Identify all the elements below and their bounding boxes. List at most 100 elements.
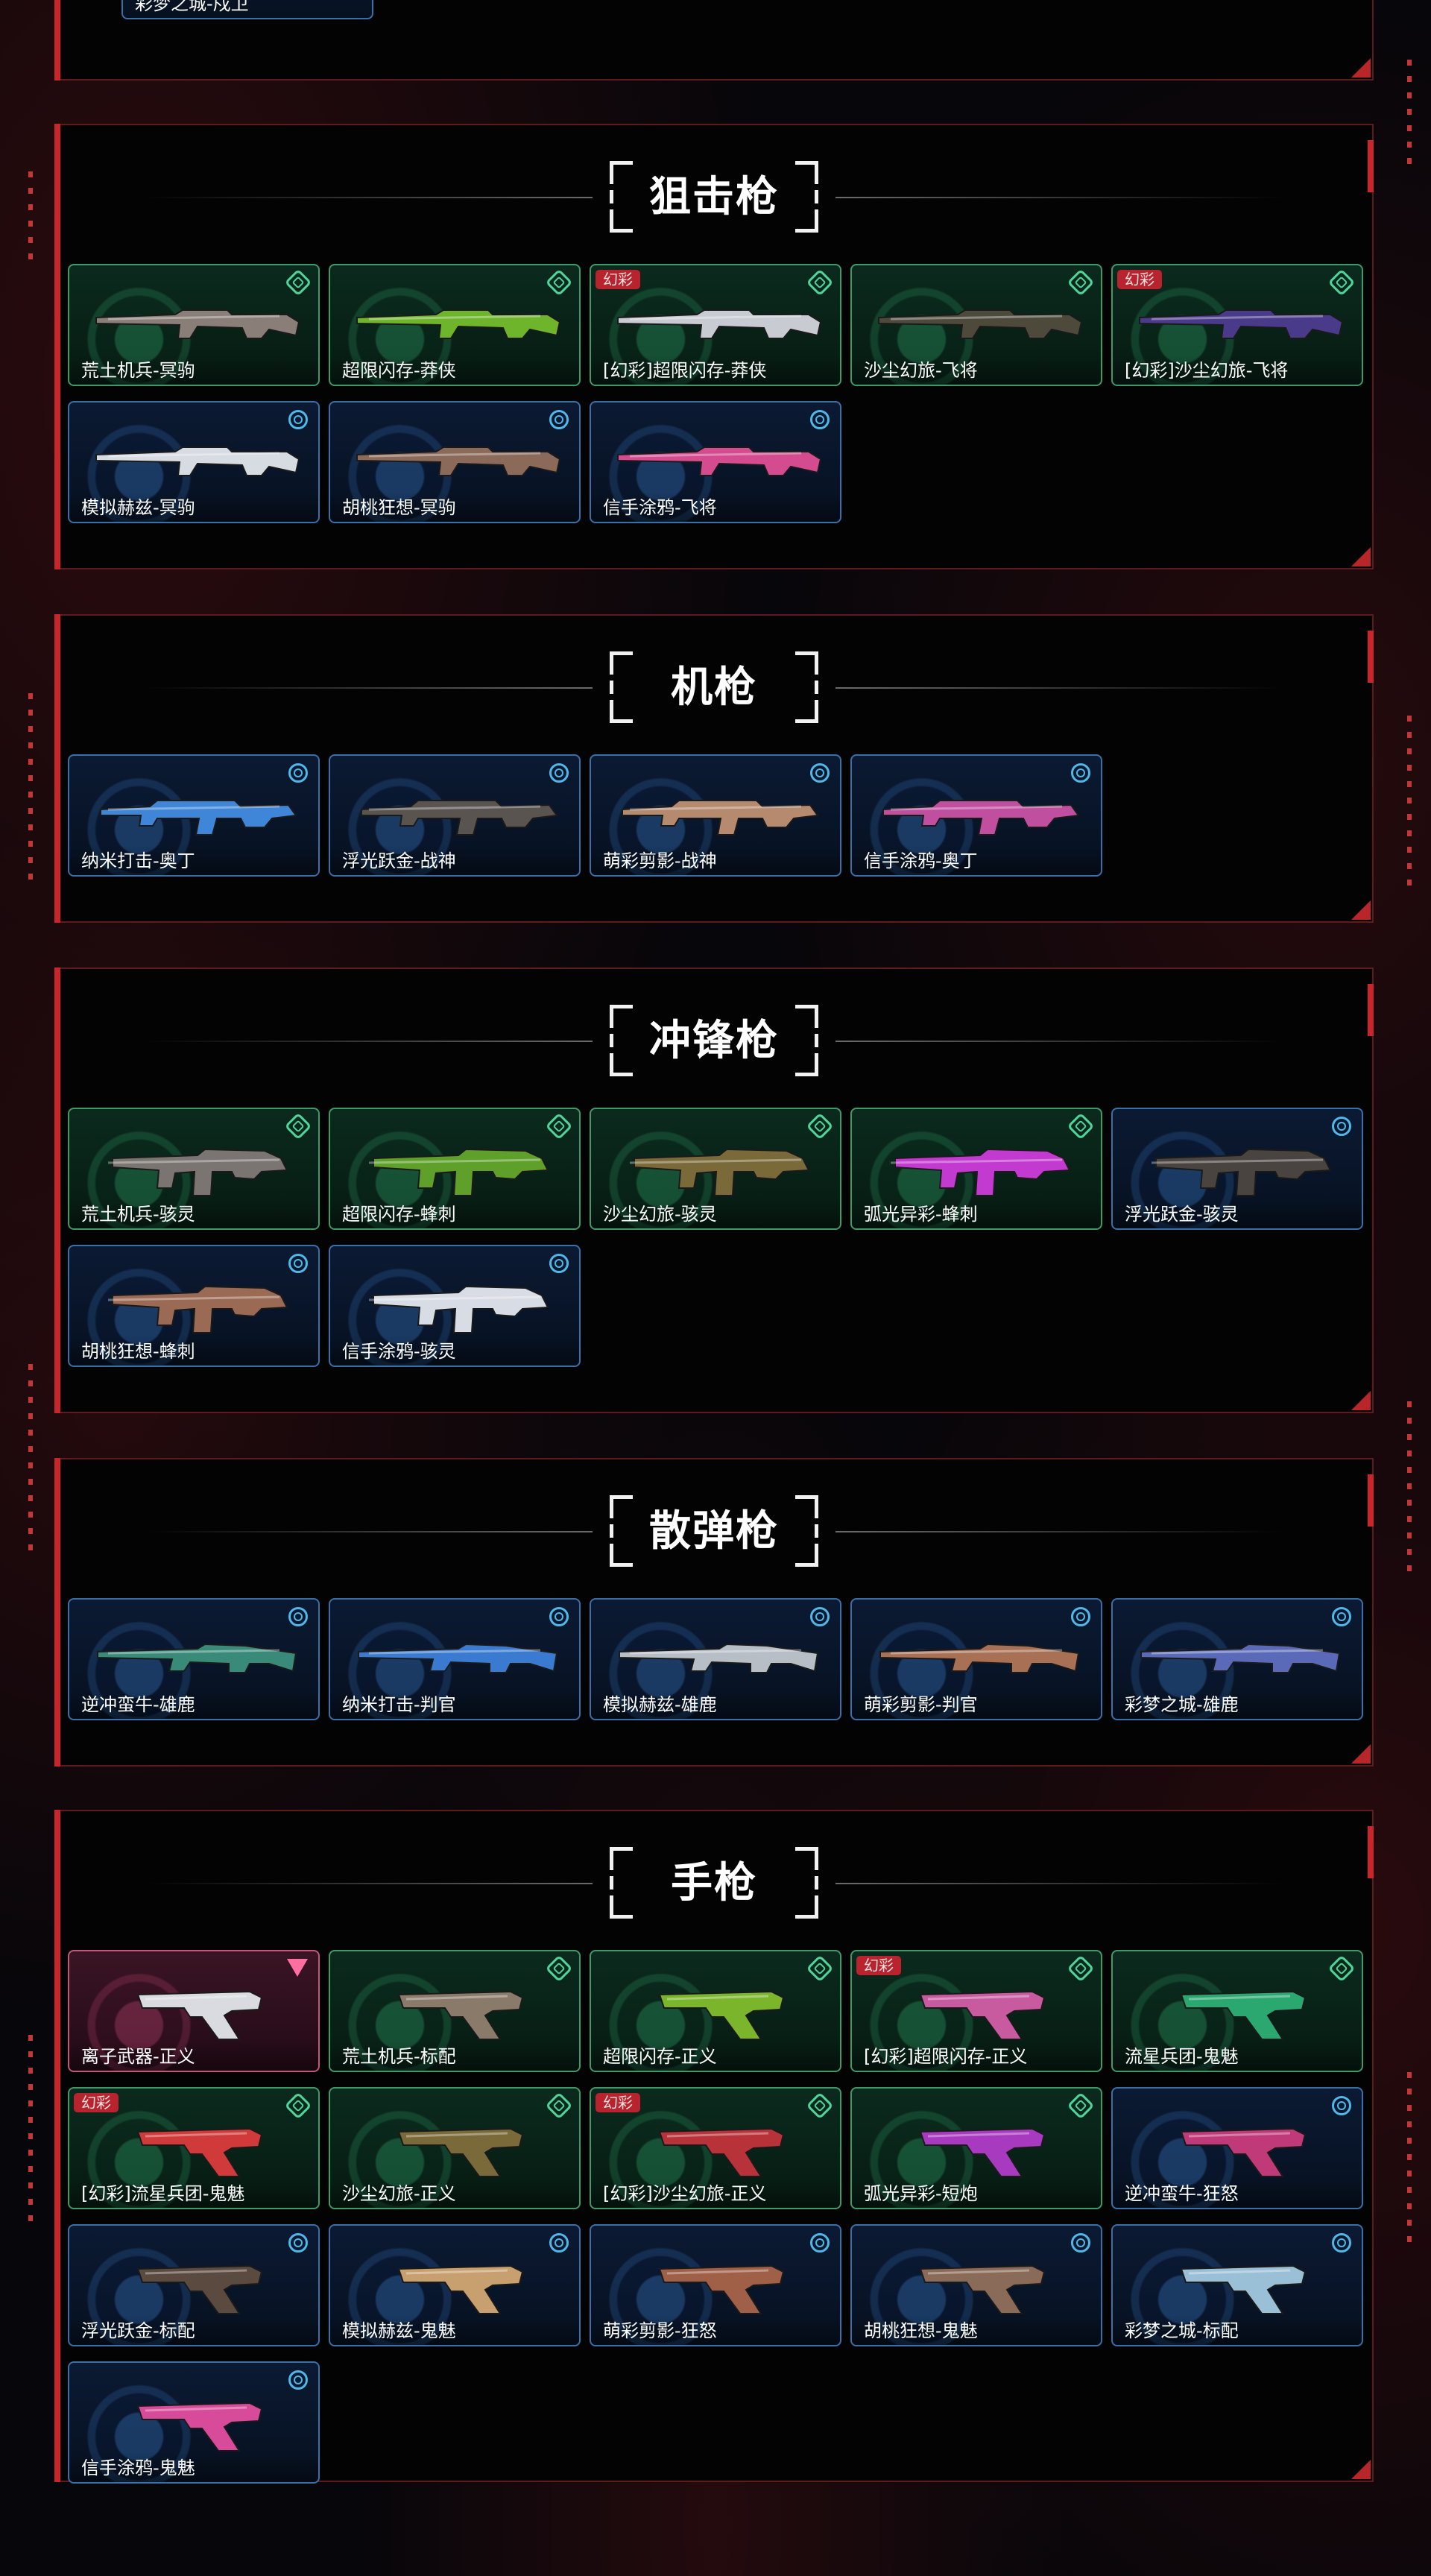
skin-card[interactable]: 弧光异彩-蜂刺 xyxy=(850,1108,1102,1230)
blue-tier-icon xyxy=(549,763,569,783)
skin-name: 荒土机兵-标配 xyxy=(342,2046,456,2067)
weapon-image xyxy=(1129,292,1348,355)
skin-card[interactable]: 沙尘幻旅-正义 xyxy=(329,2087,581,2209)
blue-tier-icon xyxy=(549,1607,569,1626)
skin-name: 模拟赫兹-雄鹿 xyxy=(603,1694,717,1715)
skin-card[interactable]: 幻彩[幻彩]沙尘幻旅-飞将 xyxy=(1111,264,1363,386)
weapon-image xyxy=(868,292,1087,355)
weapon-image xyxy=(86,429,305,492)
skin-name: 萌彩剪影-战神 xyxy=(603,850,717,871)
edge-decoration-right xyxy=(1407,1401,1412,1580)
skin-card[interactable]: 纳米打击-奥丁 xyxy=(68,754,320,877)
edge-decoration-right xyxy=(1407,60,1412,164)
weapon-image-icon xyxy=(136,2264,263,2314)
skin-card[interactable]: 信手涂鸦-骇灵 xyxy=(329,1245,581,1367)
weapon-image-icon xyxy=(658,1990,785,2040)
corner-decoration xyxy=(1351,2460,1371,2479)
skin-card[interactable]: 浮光跃金-骇灵 xyxy=(1111,1108,1363,1230)
skin-card[interactable]: 信手涂鸦-飞将 xyxy=(590,401,841,523)
skin-card[interactable]: 弧光异彩-短炮 xyxy=(850,2087,1102,2209)
title-bracket-frame: 机枪 xyxy=(610,651,818,723)
skin-card[interactable]: 浮光跃金-标配 xyxy=(68,2224,320,2346)
weapon-image-icon xyxy=(358,1643,558,1673)
skin-card[interactable]: 胡桃狂想-冥驹 xyxy=(329,401,581,523)
weapon-image-icon xyxy=(1139,309,1344,339)
variant-badge: 幻彩 xyxy=(74,2093,119,2112)
skin-name: 胡桃狂想-鬼魅 xyxy=(864,2320,978,2341)
skin-card[interactable]: 纳米打击-判官 xyxy=(329,1598,581,1720)
skin-name: 弧光异彩-短炮 xyxy=(864,2183,978,2204)
header-divider xyxy=(835,197,1283,198)
weapon-image-icon xyxy=(397,2127,524,2177)
skin-name: 纳米打击-奥丁 xyxy=(81,850,195,871)
skin-card[interactable]: 幻彩 [幻彩]流星兵团-鬼魅 xyxy=(68,2087,320,2209)
skin-card[interactable]: 沙尘幻旅-飞将 xyxy=(850,264,1102,386)
skin-card[interactable]: 荒土机兵-骇灵 xyxy=(68,1108,320,1230)
skin-card[interactable]: 荒土机兵-标配 xyxy=(329,1950,581,2072)
skin-card[interactable]: 逆冲蛮牛-雄鹿 xyxy=(68,1598,320,1720)
weapon-image xyxy=(86,2253,305,2315)
skin-card[interactable]: 模拟赫兹-雄鹿 xyxy=(590,1598,841,1720)
skin-card[interactable]: 彩梦之城-戍卫 xyxy=(121,0,373,19)
skin-card[interactable]: 彩梦之城-标配 xyxy=(1111,2224,1363,2346)
blue-tier-icon xyxy=(549,410,569,429)
edge-decoration-left xyxy=(28,2035,33,2229)
skin-card[interactable]: 浮光跃金-战神 xyxy=(329,754,581,877)
skin-card[interactable]: 信手涂鸦-奥丁 xyxy=(850,754,1102,877)
skin-name: 逆冲蛮牛-雄鹿 xyxy=(81,1694,195,1715)
weapon-image xyxy=(607,1626,827,1689)
corner-decoration xyxy=(1351,1744,1371,1764)
weapon-image-icon xyxy=(95,309,300,339)
skin-card[interactable]: 萌彩剪影-狂怒 xyxy=(590,2224,841,2346)
skin-card[interactable]: 逆冲蛮牛-狂怒 xyxy=(1111,2087,1363,2209)
skin-name: 彩梦之城-戍卫 xyxy=(135,0,249,14)
skin-name: 模拟赫兹-冥驹 xyxy=(81,497,195,518)
weapon-image xyxy=(86,1978,305,2041)
skin-card[interactable]: 荒土机兵-冥驹 xyxy=(68,264,320,386)
skin-card[interactable]: 离子武器-正义 xyxy=(68,1950,320,2072)
weapon-image-icon xyxy=(878,309,1083,339)
header-divider xyxy=(835,1883,1283,1884)
weapon-image xyxy=(868,1626,1087,1689)
skin-card[interactable]: 萌彩剪影-战神 xyxy=(590,754,841,877)
skin-card[interactable]: 幻彩[幻彩]沙尘幻旅-正义 xyxy=(590,2087,841,2209)
skin-card[interactable]: 彩梦之城-雄鹿 xyxy=(1111,1598,1363,1720)
blue-tier-icon xyxy=(1071,2233,1090,2253)
weapon-image-icon xyxy=(1151,1148,1332,1196)
corner-decoration xyxy=(1351,900,1371,920)
section-title: 狙击枪 xyxy=(649,172,779,221)
weapon-image xyxy=(868,2115,1087,2178)
weapon-image xyxy=(868,1136,1087,1199)
weapon-image-icon xyxy=(622,800,819,836)
header-divider xyxy=(145,197,593,198)
weapon-image-icon xyxy=(1180,1990,1307,2040)
skin-name: 超限闪存-莽侠 xyxy=(342,360,456,381)
skin-card[interactable]: 超限闪存-莽侠 xyxy=(329,264,581,386)
weapon-image xyxy=(607,292,827,355)
skin-card[interactable]: 胡桃狂想-蜂刺 xyxy=(68,1245,320,1367)
skin-card[interactable]: 沙尘幻旅-骇灵 xyxy=(590,1108,841,1230)
weapon-image-icon xyxy=(919,2264,1046,2314)
skin-card[interactable]: 信手涂鸦-鬼魅 xyxy=(68,2361,320,2484)
blue-tier-icon xyxy=(288,1607,308,1626)
skin-name: [幻彩]流星兵团-鬼魅 xyxy=(81,2183,245,2204)
blue-tier-icon xyxy=(288,2233,308,2253)
skin-card[interactable]: 超限闪存-蜂刺 xyxy=(329,1108,581,1230)
skin-card[interactable]: 胡桃狂想-鬼魅 xyxy=(850,2224,1102,2346)
weapon-section-panel: 冲锋枪荒土机兵-骇灵超限闪存-蜂刺沙尘幻旅-骇灵弧光异彩-蜂刺浮光跃金-骇灵胡桃… xyxy=(54,967,1374,1413)
blue-tier-icon xyxy=(1071,763,1090,783)
skin-card[interactable]: 模拟赫兹-冥驹 xyxy=(68,401,320,523)
section-title: 冲锋枪 xyxy=(649,1016,779,1065)
weapon-image-icon xyxy=(617,309,822,339)
title-bracket-frame: 狙击枪 xyxy=(610,161,818,233)
skin-name: 离子武器-正义 xyxy=(81,2046,195,2067)
skin-card[interactable]: 超限闪存-正义 xyxy=(590,1950,841,2072)
skin-card[interactable]: 幻彩[幻彩]超限闪存-莽侠 xyxy=(590,264,841,386)
skin-card[interactable]: 模拟赫兹-鬼魅 xyxy=(329,2224,581,2346)
skin-card[interactable]: 幻彩[幻彩]超限闪存-正义 xyxy=(850,1950,1102,2072)
blue-tier-icon xyxy=(1332,2096,1351,2115)
skin-card[interactable]: 萌彩剪影-判官 xyxy=(850,1598,1102,1720)
weapon-image xyxy=(86,2115,305,2178)
section-title: 机枪 xyxy=(671,663,757,712)
skin-card[interactable]: 流星兵团-鬼魅 xyxy=(1111,1950,1363,2072)
